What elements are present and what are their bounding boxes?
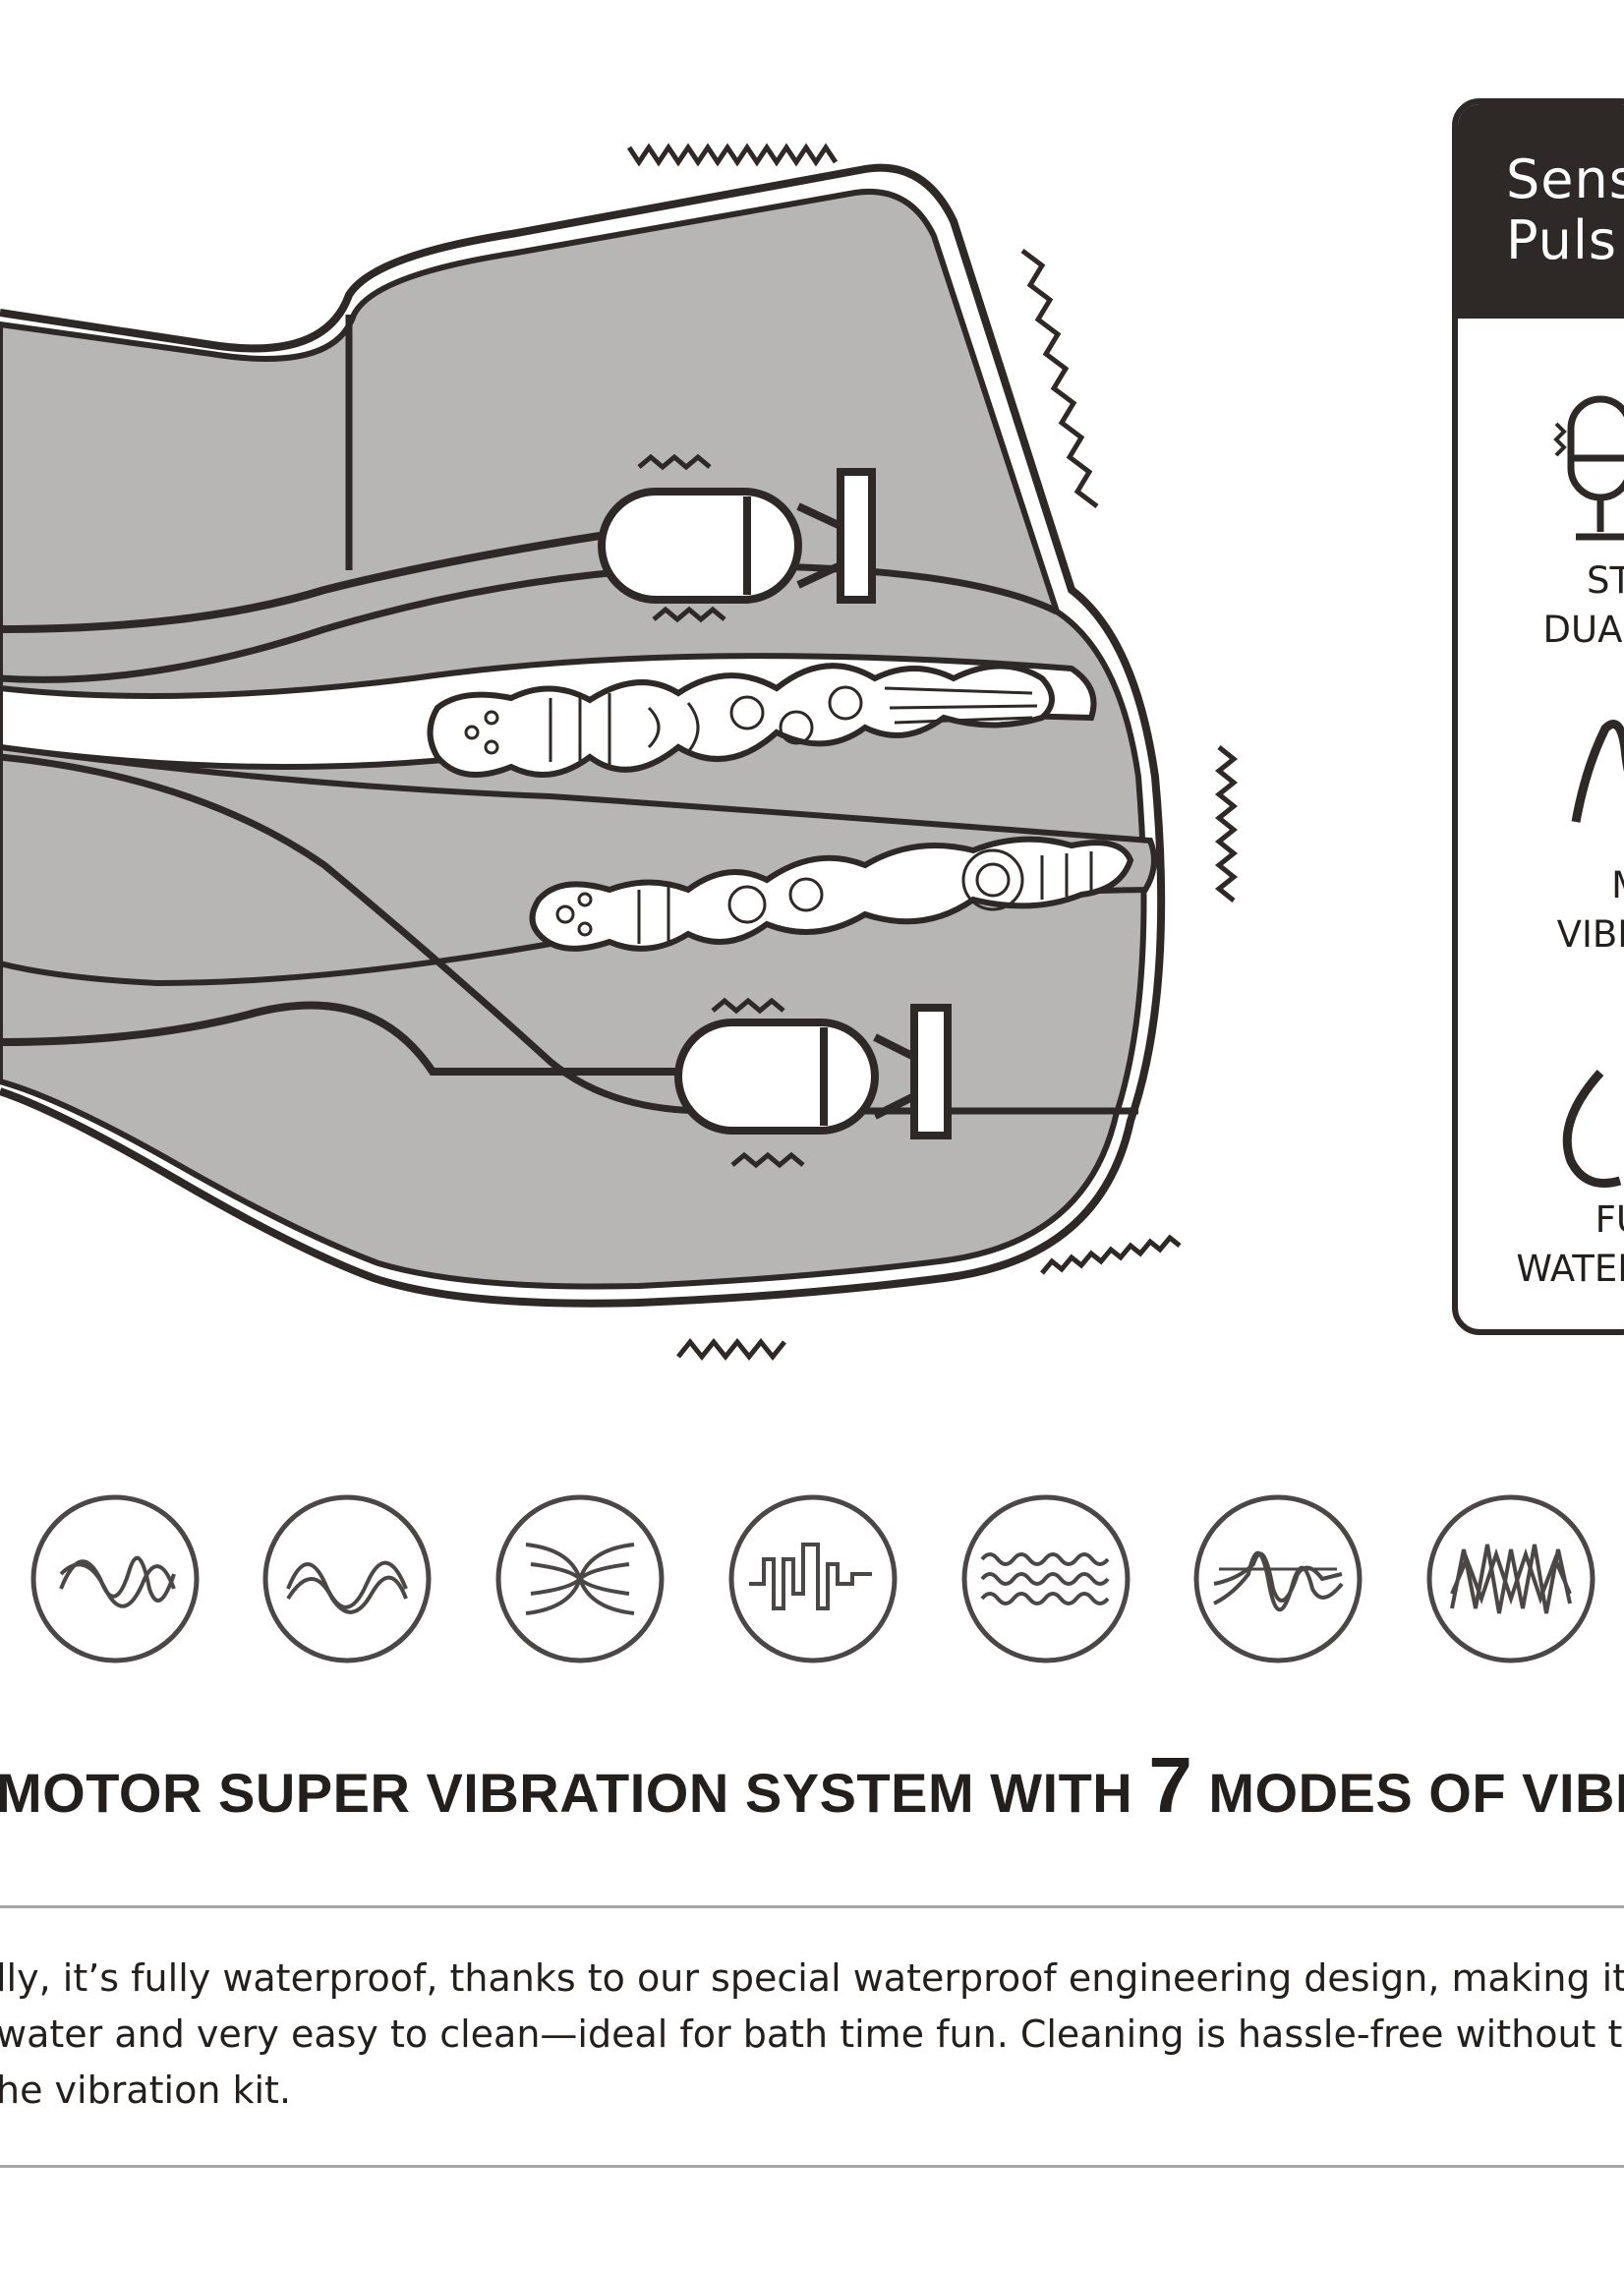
panel-title-line2: Puls (1506, 209, 1617, 271)
panel-title-line1: Sens (1506, 148, 1624, 210)
feature-panel: Sens Puls STI DUAL M VIBR FU WATER (1452, 98, 1624, 1335)
headline-after: MODES OF VIBRA (1208, 1762, 1624, 1824)
mode-3-crossing-wave-icon (495, 1494, 665, 1663)
lower-textured-sleeve (529, 836, 1134, 952)
microphone-bullet-icon (1553, 395, 1624, 541)
description-line-3: he vibration kit. (0, 2069, 292, 2112)
lower-bullet-vibrator (0, 997, 952, 1169)
wave-icon (1571, 720, 1624, 823)
lower-channel (0, 743, 1157, 987)
description: lly, it’s fully waterproof, thanks to ou… (0, 1951, 1624, 2119)
vibration-modes-row (0, 1490, 1624, 1667)
mode-7-zigzag-icon (1426, 1494, 1595, 1663)
description-line-1: lly, it’s fully waterproof, thanks to ou… (0, 1956, 1624, 2000)
feature-3-label: FU WATER (1516, 1198, 1624, 1290)
top-divider (0, 1905, 1624, 1908)
bottom-divider (0, 2165, 1624, 2168)
upper-bullet-vibrator (0, 453, 876, 633)
mode-4-square-wave-icon (728, 1494, 898, 1663)
mode-5-ripple-icon (961, 1494, 1131, 1663)
lower-channel-line (0, 753, 1138, 1115)
water-drop-icon (1562, 1069, 1622, 1188)
mode-2-wave-icon (262, 1494, 432, 1663)
upper-channel-line (0, 562, 1059, 683)
headline: MOTOR SUPER VIBRATION SYSTEM WITH 7 MODE… (0, 1740, 1624, 1831)
mode-6-burst-wave-icon (1193, 1494, 1363, 1663)
panel-header: Sens Puls (1458, 104, 1624, 319)
vibration-lines (626, 143, 1239, 1362)
headline-number: 7 (1148, 1741, 1193, 1829)
description-line-2: water and very easy to clean—ideal for b… (0, 2012, 1624, 2056)
device-outer-outline (0, 163, 1166, 1308)
feature-2-label: M VIBR (1556, 864, 1624, 956)
upper-textured-sleeve (427, 663, 1055, 778)
feature-1-label: STI DUAL (1542, 559, 1624, 651)
mode-1-wave-icon (30, 1494, 200, 1663)
product-cross-section-illustration (0, 143, 1239, 1362)
headline-before: MOTOR SUPER VIBRATION SYSTEM WITH (0, 1762, 1149, 1824)
